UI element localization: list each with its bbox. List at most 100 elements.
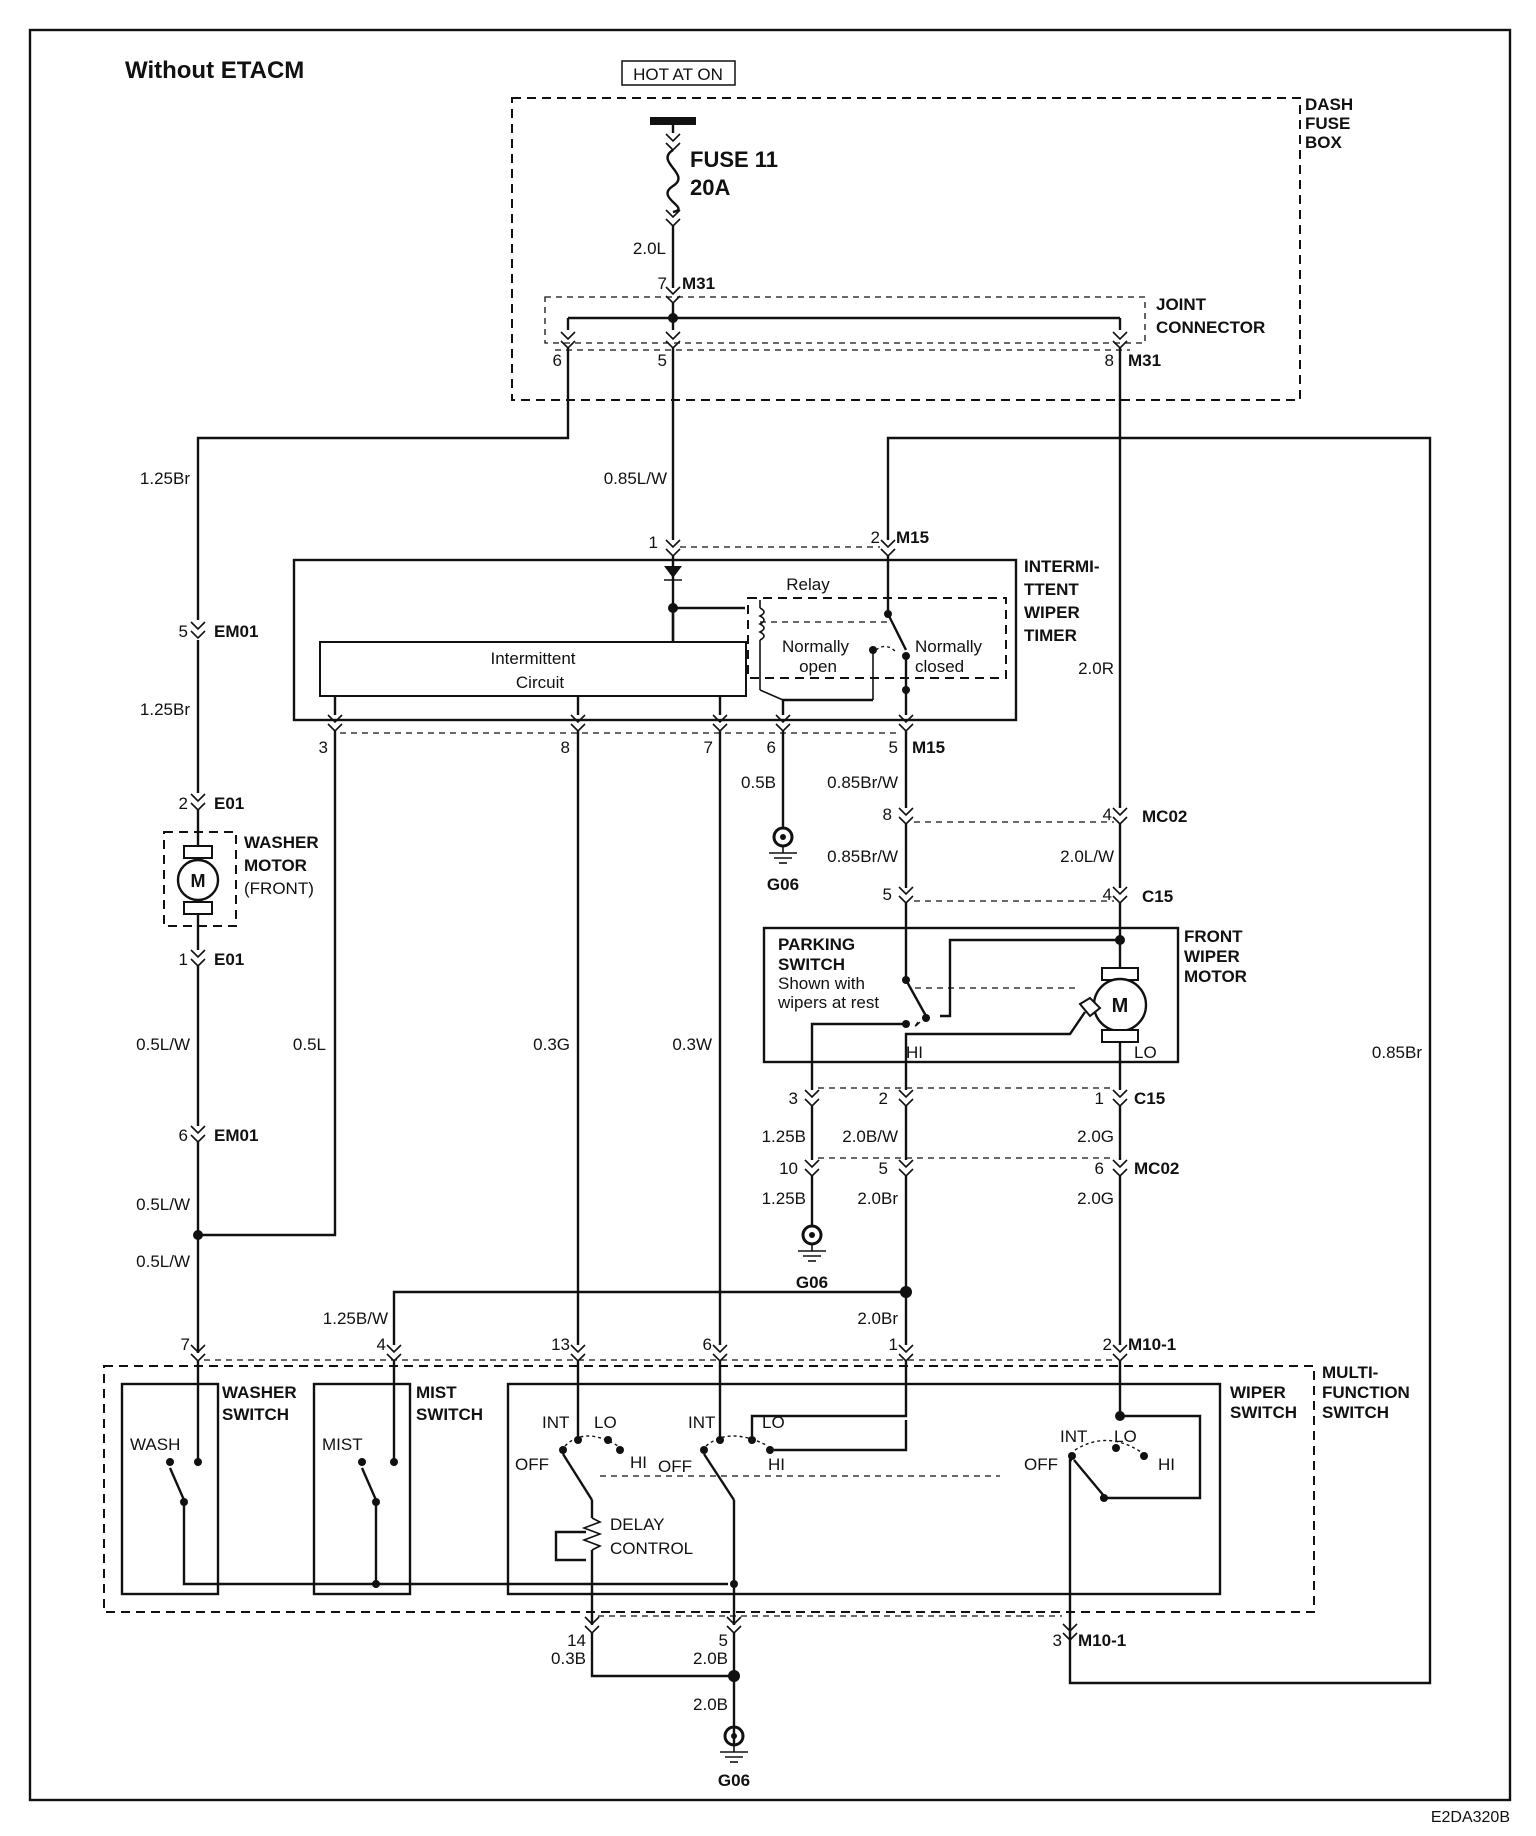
wire-2-0Br-lower: 2.0Br <box>857 1309 898 1328</box>
wire-0-5L: 0.5L <box>293 1035 326 1054</box>
pin-c15-1: 1 <box>1095 1089 1104 1108</box>
diode-icon <box>664 566 682 578</box>
wire-2-0G-lower: 2.0G <box>1077 1189 1114 1208</box>
pin-mc02-5: 5 <box>879 1159 888 1178</box>
pin-m31-7: 7 <box>658 274 667 293</box>
wiper-a-hi: HI <box>630 1453 647 1472</box>
conn-m31-top: M31 <box>682 274 715 293</box>
pin-m15-2: 2 <box>871 528 880 547</box>
diagram-title: Without ETACM <box>125 57 304 84</box>
ground-g06-switch: G06 <box>718 1771 750 1790</box>
pin-switch-7: 7 <box>181 1335 190 1354</box>
wiper-motor-lo: LO <box>1134 1043 1157 1062</box>
wire-0-3G: 0.3G <box>533 1035 570 1054</box>
multi-function-label-1: MULTI- <box>1322 1363 1378 1382</box>
wire-2-0L: 2.0L <box>633 239 666 258</box>
pin-switch-4: 4 <box>377 1335 386 1354</box>
pin-switch-3: 3 <box>1053 1631 1062 1650</box>
conn-m10-1-lower: M10-1 <box>1078 1631 1126 1650</box>
conn-m10-1-upper: M10-1 <box>1128 1335 1176 1354</box>
conn-em01-lower: EM01 <box>214 1126 258 1145</box>
wire-1-25Br-lower: 1.25Br <box>140 700 190 719</box>
figure-code: E2DA320B <box>1431 1809 1510 1826</box>
pin-e01-1: 1 <box>179 950 188 969</box>
pin-switch-14: 14 <box>567 1631 586 1650</box>
wiper-a-off: OFF <box>515 1455 549 1474</box>
pin-mc02-4: 4 <box>1103 805 1112 824</box>
pin-c15-4: 4 <box>1103 885 1112 904</box>
multi-function-label-2: FUNCTION <box>1322 1383 1410 1402</box>
wire-0-5LW-mid: 0.5L/W <box>136 1195 190 1214</box>
hot-at-on-box <box>621 60 736 86</box>
relay-normally-open-2: open <box>799 657 837 676</box>
wire-0-85Br: 0.85Br <box>1372 1043 1422 1062</box>
delay-control-label-2: CONTROL <box>610 1539 693 1558</box>
wiper-a-lo: LO <box>594 1413 617 1432</box>
dash-fuse-box <box>511 97 1301 401</box>
wire-1-25Br-upper: 1.25Br <box>140 469 190 488</box>
wash-label: WASH <box>130 1435 180 1454</box>
parking-switch-arm <box>904 979 928 1017</box>
pin-mc02-8: 8 <box>883 805 892 824</box>
ground-g06-motor: G06 <box>796 1273 828 1292</box>
pin-em01-5: 5 <box>179 622 188 641</box>
conn-c15-lower: C15 <box>1134 1089 1165 1108</box>
conn-m15-lower: M15 <box>912 738 945 757</box>
delay-control-resistor <box>581 1517 603 1551</box>
wiper-b-int: INT <box>688 1413 715 1432</box>
wiper-c-arm <box>1073 1459 1105 1497</box>
wiper-c-off: OFF <box>1024 1455 1058 1474</box>
dash-fuse-box-label-1: DASH <box>1305 95 1353 114</box>
fuse-name: FUSE 11 <box>690 147 778 172</box>
multi-function-label-3: SWITCH <box>1322 1403 1389 1422</box>
washer-motor-box <box>163 831 237 927</box>
pin-mc02-10: 10 <box>779 1159 798 1178</box>
pin-timer-7: 7 <box>704 738 713 757</box>
wire-0-85LW: 0.85L/W <box>604 469 667 488</box>
washer-switch-box <box>120 1382 220 1596</box>
delay-control-label-1: DELAY <box>610 1515 665 1534</box>
joint-connector-box <box>544 296 1146 344</box>
wire-2-0B-upper: 2.0B <box>693 1649 728 1668</box>
washer-switch-arm <box>168 1467 186 1501</box>
wire-0-85BrW-lower: 0.85Br/W <box>827 847 898 866</box>
conn-mc02-lower: MC02 <box>1134 1159 1179 1178</box>
pin-switch-2: 2 <box>1103 1335 1112 1354</box>
bus-bar <box>650 117 696 125</box>
conn-em01-upper: EM01 <box>214 622 258 641</box>
relay-coil <box>758 607 765 641</box>
relay-contact-arm <box>886 613 908 651</box>
mist-label: MIST <box>322 1435 363 1454</box>
timer-title-3: WIPER <box>1024 603 1080 622</box>
conn-m31-bottom: M31 <box>1128 351 1161 370</box>
front-wiper-motor-symbol: M <box>1112 995 1129 1017</box>
washer-switch-label-2: SWITCH <box>222 1405 289 1424</box>
wire-1-25B-lower: 1.25B <box>762 1189 806 1208</box>
pin-m15-1: 1 <box>649 533 658 552</box>
pin-timer-3: 3 <box>319 738 328 757</box>
relay-normally-closed-2: closed <box>915 657 964 676</box>
pin-timer-6: 6 <box>767 738 776 757</box>
wire-0-5LW-lower: 0.5L/W <box>136 1252 190 1271</box>
wiper-b-arm <box>702 1453 736 1501</box>
washer-motor-label-2: MOTOR <box>244 856 307 875</box>
pin-c15-5: 5 <box>883 885 892 904</box>
dash-fuse-box-label-3: BOX <box>1305 133 1343 152</box>
wire-2-0G-upper: 2.0G <box>1077 1127 1114 1146</box>
mist-switch-label-1: MIST <box>416 1383 457 1402</box>
washer-motor-label-1: WASHER <box>244 833 319 852</box>
front-wiper-motor-label-1: FRONT <box>1184 927 1243 946</box>
wiper-b-hi: HI <box>768 1455 785 1474</box>
joint-connector-label-2: CONNECTOR <box>1156 318 1265 337</box>
wiper-b-off: OFF <box>658 1457 692 1476</box>
wiper-c-int: INT <box>1060 1427 1087 1446</box>
dash-fuse-box-label-2: FUSE <box>1305 114 1350 133</box>
front-wiper-motor-label-2: WIPER <box>1184 947 1240 966</box>
front-wiper-motor-box <box>762 926 1180 1064</box>
pin-switch-5: 5 <box>719 1631 728 1650</box>
wire-1-25B-upper: 1.25B <box>762 1127 806 1146</box>
wire-0-5B: 0.5B <box>741 773 776 792</box>
wire-2-0LW: 2.0L/W <box>1060 847 1114 866</box>
relay-normally-open-1: Normally <box>782 637 850 656</box>
